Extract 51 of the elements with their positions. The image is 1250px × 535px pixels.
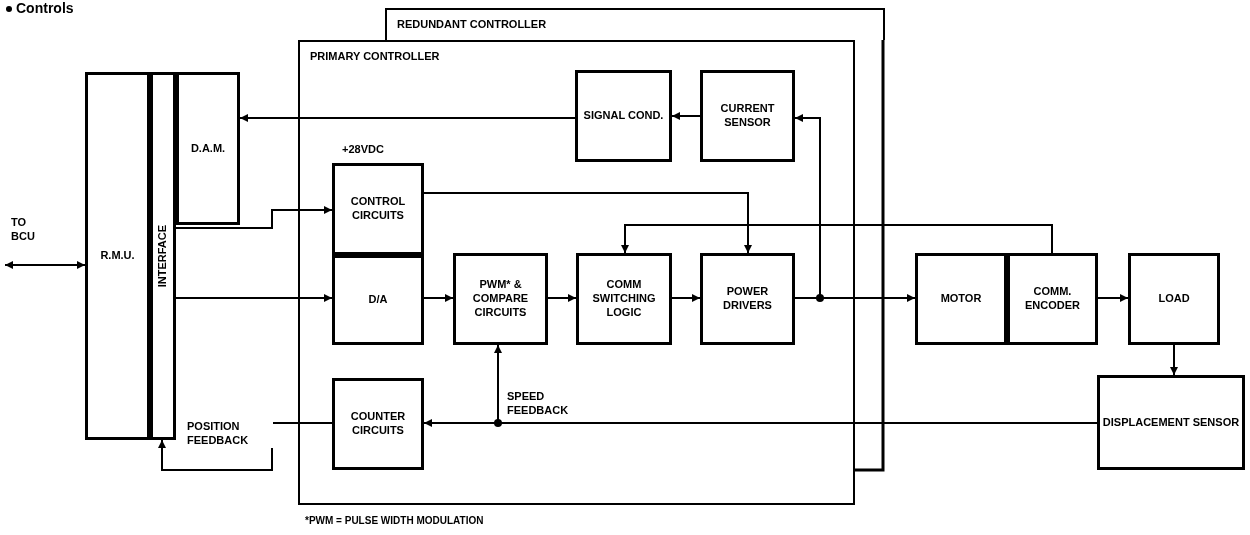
block-box: [576, 253, 672, 345]
block-box: [575, 70, 672, 162]
block-box: [1097, 375, 1245, 470]
footnote: *PWM = PULSE WIDTH MODULATION: [305, 515, 484, 526]
block-box: [176, 72, 240, 225]
block-label: DISPLACEMENT SENSOR: [1102, 415, 1240, 430]
voltage-label: +28VDC: [342, 143, 384, 155]
arrow: [239, 114, 576, 122]
block-label: COMM. ENCODER: [1024, 285, 1081, 313]
block-label: D.A.M.: [190, 141, 226, 156]
arrow: [1170, 344, 1178, 376]
arrow: [4, 261, 86, 269]
controller-frame: [298, 40, 855, 505]
block-label: MOTOR: [940, 292, 982, 306]
block-box: [700, 253, 795, 345]
edge-label: POSITION FEEDBACK: [186, 420, 273, 448]
block-box: [85, 72, 150, 440]
arrow: [1097, 294, 1129, 302]
block-box: [915, 253, 1007, 345]
block-label: COMM SWITCHING LOGIC: [591, 278, 657, 320]
title: Controls: [16, 0, 74, 16]
arrow: [175, 206, 333, 229]
block-box: [453, 253, 548, 345]
block-box: [700, 70, 795, 162]
arrow: [175, 294, 333, 302]
block-box: [1128, 253, 1220, 345]
arrow: [423, 192, 752, 254]
frame-heading: REDUNDANT CONTROLLER: [397, 18, 547, 32]
arrow: [671, 112, 701, 120]
block-label: CURRENT SENSOR: [719, 102, 776, 130]
arrow: [423, 294, 454, 302]
controller-frame: [385, 8, 885, 40]
block-box: [332, 163, 424, 255]
block-label: CONTROL CIRCUITS: [349, 195, 407, 223]
arrow: [158, 422, 333, 471]
block-box: [332, 255, 424, 345]
block-label: INTERFACE: [156, 224, 170, 288]
block-box: [332, 378, 424, 470]
frame-heading: PRIMARY CONTROLLER: [310, 50, 440, 64]
block-label: COUNTER CIRCUITS: [349, 410, 407, 438]
arrow: [547, 294, 577, 302]
block-label: LOAD: [1158, 292, 1190, 306]
arrow: [621, 224, 1053, 254]
interface-strip: [150, 72, 176, 440]
block-label: PWM* & COMPARE CIRCUITS: [471, 278, 530, 320]
block-label: POWER DRIVERS: [722, 285, 773, 313]
block-label: SIGNAL COND.: [583, 109, 664, 123]
block-label: R.M.U.: [100, 249, 135, 263]
block-box: [1007, 253, 1098, 345]
arrow: [671, 294, 701, 302]
block-label: D/A: [368, 293, 388, 307]
